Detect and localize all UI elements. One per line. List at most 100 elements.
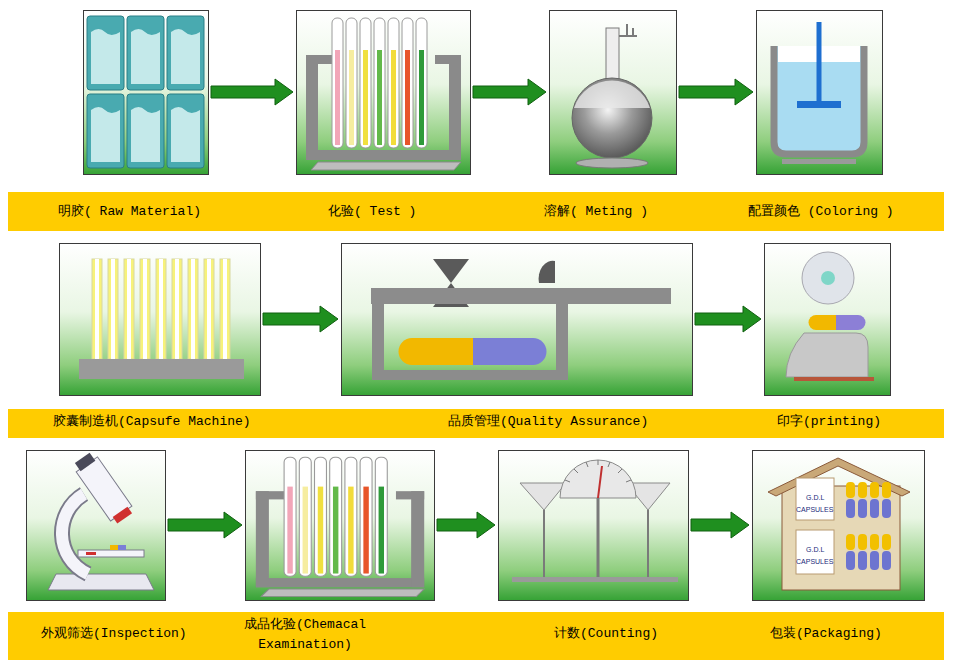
test-tube-rack [335,50,340,145]
flow-arrow [263,306,338,332]
gelatin-blocks [87,16,204,168]
microscope [118,545,126,550]
test-tube-rack [303,487,308,574]
package-house [858,482,867,498]
package-house [882,482,891,498]
capsule-pins [92,259,230,359]
capsule-pins [95,259,227,359]
printing-machine [786,333,868,377]
package-house [846,499,891,570]
capsule-pins [175,259,179,359]
picture-panel [84,11,209,175]
test-tube-rack [402,18,413,148]
quality-machine [473,338,547,365]
counting-machine [565,460,631,482]
package-house [768,458,910,590]
process-step: 品质管理(Quality Assurance) [341,243,692,395]
capsule-pins [111,259,115,359]
test-tube-rack [256,491,269,587]
capsule-pins [220,259,230,359]
yellow-band [8,192,944,231]
counting-machine [598,466,602,498]
step-label: 溶解( Meting ) [544,202,648,222]
test-tube-rack [306,55,332,64]
quality-machine [372,304,384,380]
package-text: CAPSULES [796,557,833,566]
test-tube-rack [419,50,424,145]
package-house [858,534,867,550]
test-tube-rack [315,457,327,576]
package-house [846,499,855,518]
flow-arrow [211,79,293,105]
microscope [72,450,136,526]
picture-panel [342,244,693,396]
microscope [48,574,154,590]
step-label: 外观筛选(Inspection) [41,624,187,644]
counting-machine [586,462,588,467]
flask [572,78,652,158]
coloring-tank [774,22,864,164]
capsule-pins [204,259,214,359]
process-step: 配置颜色 (Coloring ) [756,10,882,174]
test-tube-rack [379,487,384,574]
yellow-band [8,409,944,438]
quality-machine [371,259,671,380]
test-tube-rack [311,162,461,170]
counting-machine [560,460,636,498]
flask [606,28,619,86]
process-step: 计数(Counting) [498,450,688,600]
package-house [858,551,867,570]
gelatin-blocks [87,16,124,90]
test-tube-rack [284,457,387,576]
counting-machine [574,469,578,473]
gelatin-blocks [91,107,120,162]
test-tube-rack [449,55,461,160]
counting-machine [520,483,566,510]
test-tube-rack [332,18,427,148]
package-text: G.D.L [806,493,824,502]
test-tube-rack [306,150,461,160]
picture-panel [499,451,689,601]
test-tube-rack [363,50,368,145]
flow-arrow [691,512,749,538]
quality-machine [556,304,568,380]
counting-machine [647,510,649,578]
step-label: 品质管理(Quality Assurance) [448,412,648,432]
test-tube-rack [299,457,311,576]
package-house [882,499,891,518]
capsule-pins [172,259,182,359]
counting-machine [608,462,610,467]
picture-panel [27,451,166,601]
process-step: 印字(printing) [764,243,890,395]
coloring-tank [782,159,856,164]
flask [626,24,628,36]
test-tube-rack [435,55,461,64]
picture-panel [297,11,471,175]
microscope [110,545,118,550]
picture-panel [246,451,435,601]
gelatin-blocks [167,94,204,168]
test-tube-rack [256,491,284,499]
flow-arrow [679,79,753,105]
test-tube-rack [306,18,461,170]
test-tube-rack [416,18,427,148]
printing-machine [786,252,874,381]
package-house [846,551,855,570]
counting-machine [618,469,622,473]
step-label: 配置颜色 (Coloring ) [748,202,894,222]
package-house [870,534,879,550]
capsule-pins [79,359,244,379]
test-tube-rack [375,457,387,576]
quality-machine [371,288,671,304]
test-tube-rack [388,18,399,148]
flask [576,158,648,168]
capsule-pins [92,259,102,359]
test-tube-rack [318,487,323,574]
flow-arrow [168,512,242,538]
test-tube-rack [363,487,368,574]
step-label: 计数(Counting) [554,624,658,644]
package-house [796,478,834,520]
counting-machine [626,480,631,482]
